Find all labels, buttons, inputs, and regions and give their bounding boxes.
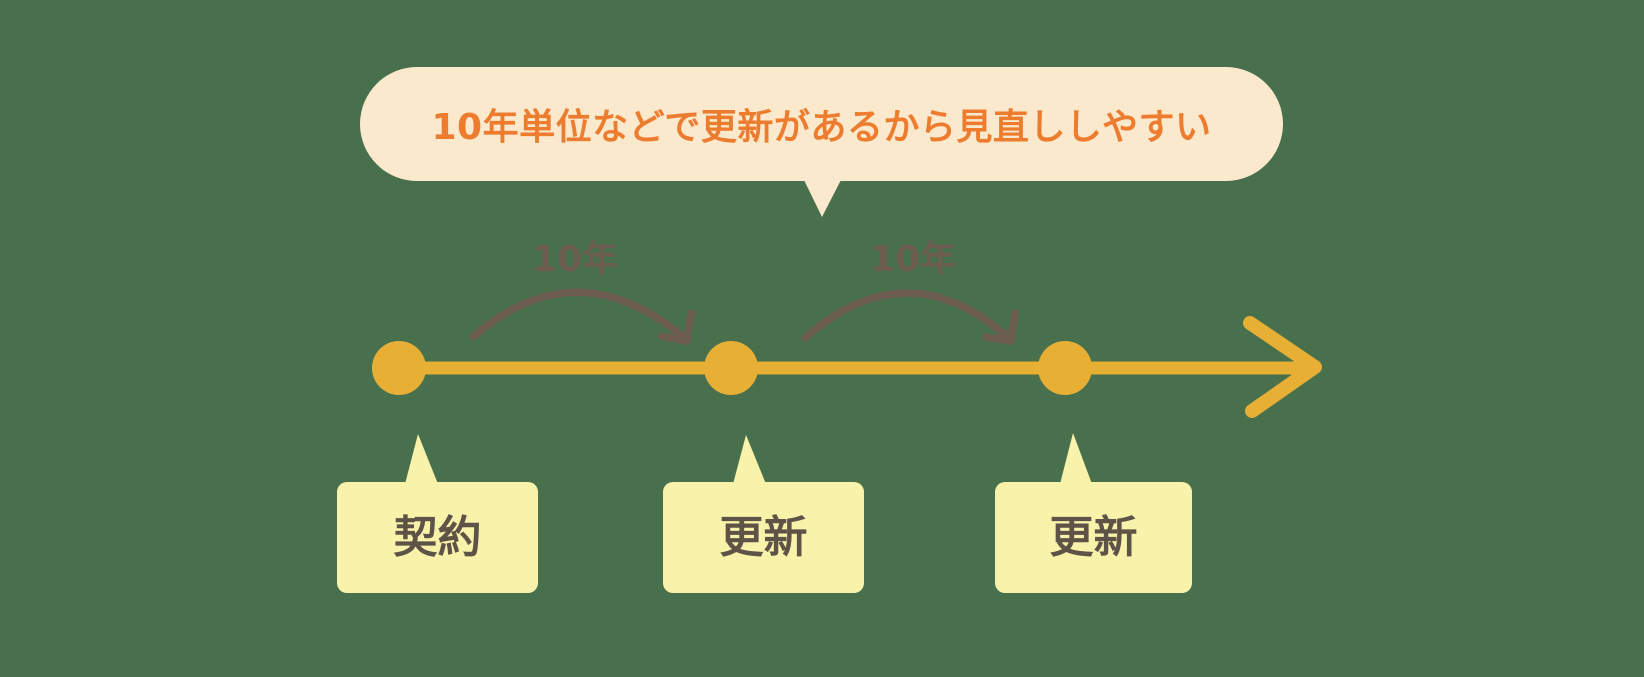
timeline-dot-renewal-2 bbox=[1038, 341, 1092, 395]
interval-arc-arrowhead-2 bbox=[982, 309, 1019, 345]
event-box-tail-3 bbox=[1060, 433, 1092, 484]
interval-label-2: 10年 bbox=[869, 239, 957, 280]
event-box-tail-2 bbox=[733, 435, 766, 484]
event-label-renewal-1: 更新 bbox=[719, 511, 808, 563]
event-label-renewal-2: 更新 bbox=[1049, 511, 1138, 563]
bubble-tail bbox=[803, 178, 842, 217]
interval-arc-2 bbox=[801, 289, 1015, 344]
interval-arc-1 bbox=[469, 288, 691, 344]
event-label-contract: 契約 bbox=[393, 511, 482, 563]
interval-arc-arrowhead-1 bbox=[657, 309, 695, 345]
event-box-renewal-2: 更新 bbox=[995, 482, 1192, 593]
timeline-arrow-icon bbox=[1243, 316, 1322, 418]
event-box-contract: 契約 bbox=[337, 482, 538, 593]
timeline-dot-renewal-1 bbox=[704, 341, 758, 395]
callout-text: 10年単位などで更新があるから見直ししやすい bbox=[431, 107, 1212, 148]
interval-label-1: 10年 bbox=[531, 239, 619, 280]
timeline-dot-contract bbox=[372, 341, 426, 395]
event-box-tail-1 bbox=[405, 434, 438, 484]
event-box-renewal-1: 更新 bbox=[663, 482, 864, 593]
callout-bubble: 10年単位などで更新があるから見直ししやすい bbox=[360, 67, 1283, 181]
